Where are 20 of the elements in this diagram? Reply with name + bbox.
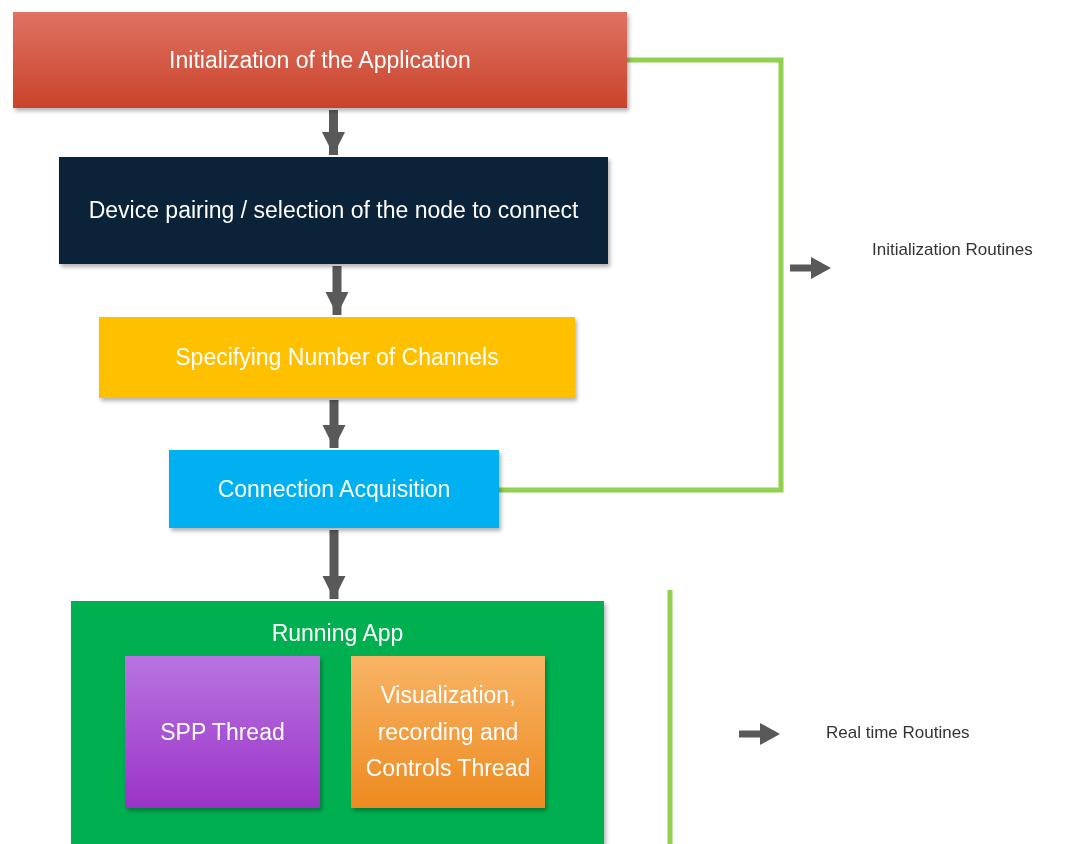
arrow — [322, 530, 346, 599]
routine-label: Initialization Routines — [872, 240, 1033, 260]
box-heading: Running App — [270, 619, 405, 648]
process-box — [59, 157, 608, 264]
arrow — [322, 400, 346, 448]
container-box — [71, 601, 604, 844]
box-text: SPP Thread — [159, 717, 286, 747]
thread-box — [125, 656, 320, 808]
thread-box — [351, 656, 545, 808]
box-text: Specifying Number of Channels — [174, 343, 500, 373]
box-text: Visualization, recording and Controls Thread — [364, 680, 532, 784]
box-text: Device pairing / selection of the node to connect — [87, 196, 580, 226]
process-box — [169, 450, 499, 528]
routine-label: Real time Routines — [826, 723, 970, 743]
process-box — [99, 317, 575, 398]
arrow — [325, 266, 349, 315]
box-text: Initialization of the Application — [168, 45, 472, 75]
arrow — [321, 110, 346, 155]
process-box — [13, 12, 627, 108]
box-text: Connection Acquisition — [216, 474, 452, 504]
